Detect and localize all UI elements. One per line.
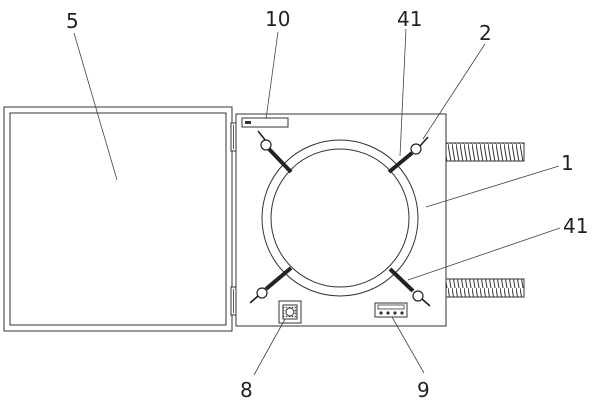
main-body (235, 113, 447, 327)
controller-panel (374, 302, 408, 318)
label-fan: 8 (240, 378, 253, 402)
display-panel (241, 117, 289, 128)
label-door: 5 (66, 9, 79, 33)
label-clamp-upper: 41 (397, 7, 422, 31)
door-panel (3, 106, 233, 332)
clamp-top-right (387, 136, 429, 174)
hinge-top (230, 122, 237, 152)
leader-lines (73, 28, 561, 376)
label-body: 1 (561, 151, 574, 175)
label-controller: 9 (417, 378, 430, 402)
threaded-rod-lower (445, 278, 525, 298)
hinge-bottom (230, 286, 237, 316)
clamp-bottom-right (388, 267, 431, 307)
label-clamp-arm: 2 (479, 21, 492, 45)
clamp-bottom-left (249, 266, 293, 304)
label-clamp-lower: 41 (563, 214, 588, 238)
central-ring (261, 139, 419, 297)
threaded-rod-upper (445, 142, 525, 162)
fan-grille (278, 300, 302, 324)
clamp-top-left (257, 130, 293, 174)
label-display-panel: 10 (265, 7, 290, 31)
